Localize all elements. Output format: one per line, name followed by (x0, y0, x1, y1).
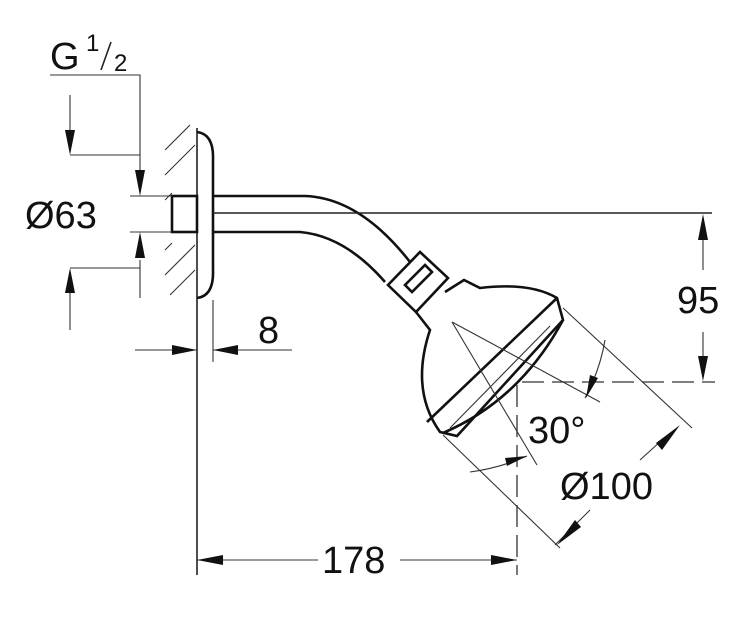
flange-diameter-label: Ø63 (25, 195, 97, 237)
projection-length-label: 178 (322, 540, 386, 582)
length-arrow-left (197, 555, 223, 565)
diameter-arrow-bottom (557, 520, 581, 545)
flange-depth-dimension (135, 300, 292, 362)
diameter-extension-2 (442, 434, 561, 549)
shower-arm-top (213, 194, 412, 263)
head-diameter-label: Ø100 (560, 466, 653, 508)
thread-fraction-denominator: 2 (114, 50, 128, 77)
fraction-slash (100, 41, 112, 71)
flange-depth-label: 8 (258, 310, 280, 352)
length-arrow-right (491, 555, 517, 565)
shower-arm-bottom (213, 230, 386, 283)
thread-label: G (50, 36, 80, 78)
thread-nipple (170, 194, 199, 234)
angle-arrow-1 (586, 375, 598, 398)
drop-height-label: 95 (677, 280, 720, 322)
diameter-extension-1 (562, 307, 693, 429)
height-arrow-bottom (698, 356, 708, 381)
shower-head (414, 278, 565, 438)
thread-leader (50, 74, 145, 298)
spray-line-2 (451, 321, 538, 466)
diameter-arrow-top (656, 425, 680, 450)
spray-line-1 (451, 321, 601, 403)
ball-joint (386, 250, 450, 314)
wall-hatching (164, 124, 196, 296)
spray-angle-label: 30° (528, 410, 586, 452)
wall-flange (196, 130, 215, 300)
angle-arrow-2 (505, 456, 527, 466)
flange-diameter-dimension (65, 95, 172, 330)
thread-fraction-numerator: 1 (86, 30, 100, 57)
height-arrow-top (698, 214, 708, 240)
